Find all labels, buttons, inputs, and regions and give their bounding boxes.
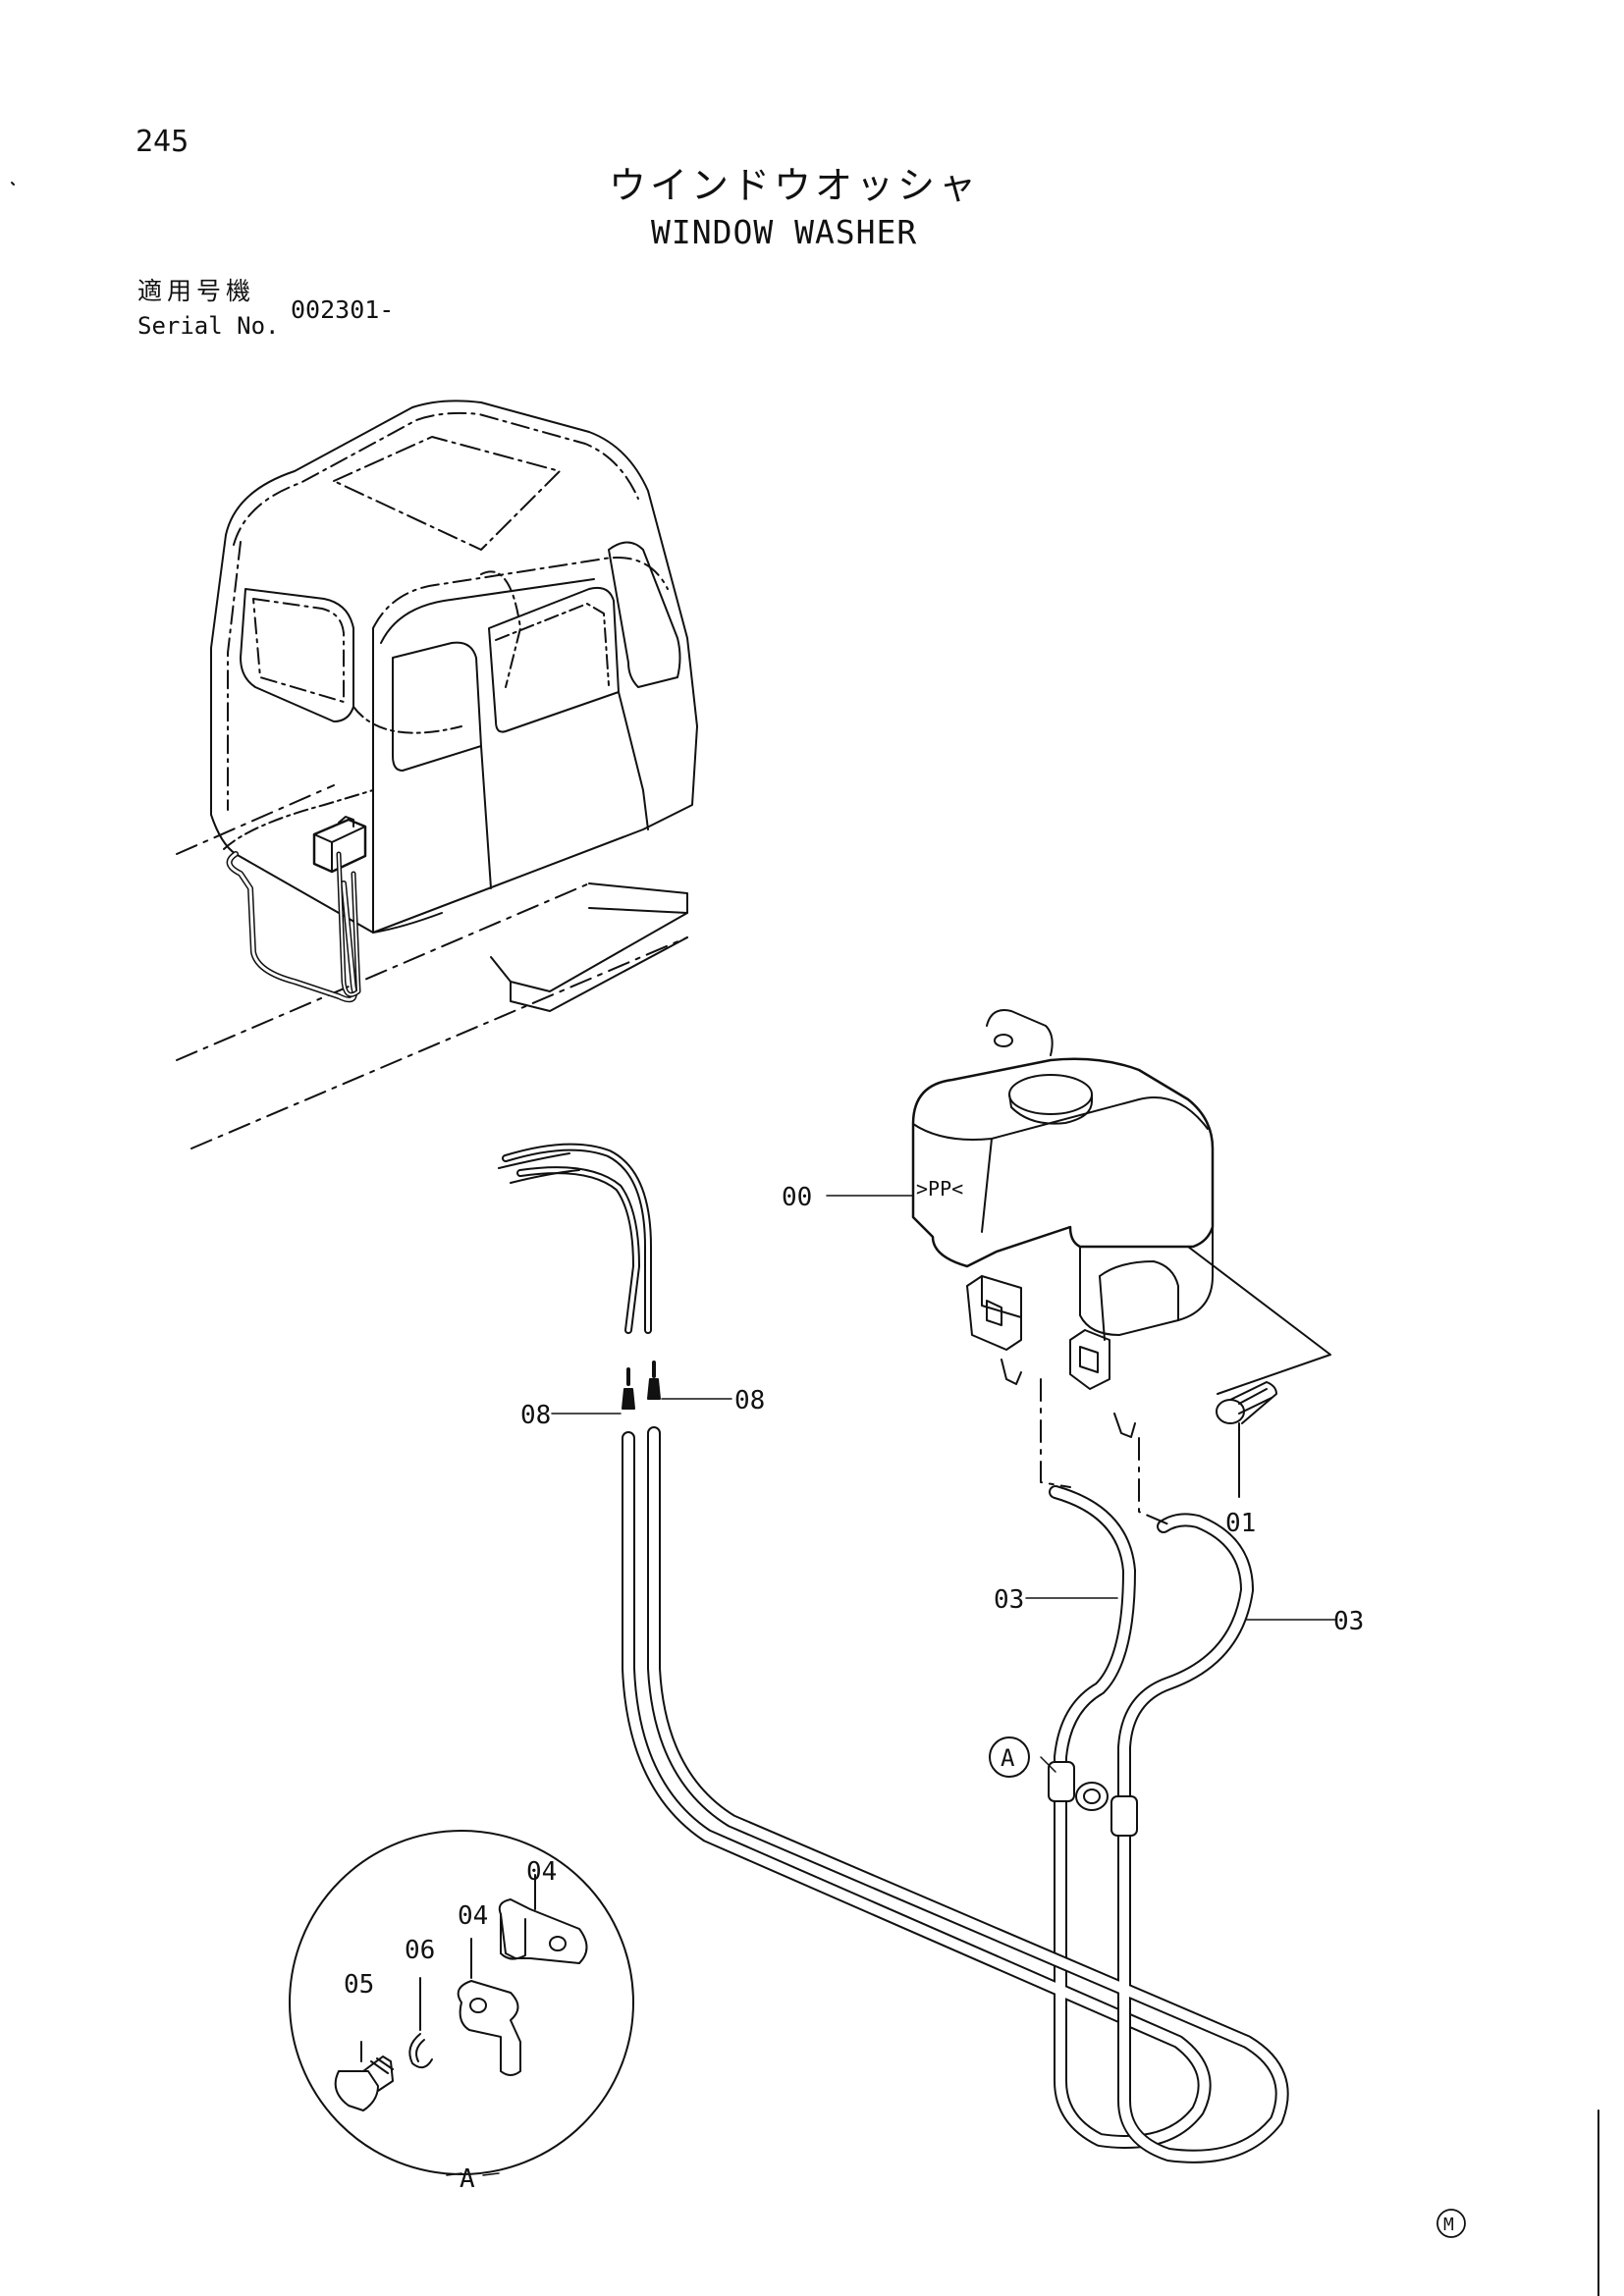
scan-dot bbox=[11, 182, 15, 186]
serial-label-japanese: 適用号機 bbox=[137, 277, 256, 305]
page-number: 245 bbox=[135, 125, 189, 159]
leader-lines bbox=[446, 1195, 1336, 2176]
callout-joint-left: 08 bbox=[520, 1401, 551, 1430]
detail-label-a: A bbox=[460, 2164, 475, 2194]
callout-bolt-detail: 05 bbox=[344, 1970, 374, 2000]
callout-clamp-upper: 04 bbox=[526, 1857, 557, 1887]
footer-mark-letter: M bbox=[1443, 2215, 1454, 2235]
tank-marking: >PP< bbox=[916, 1177, 963, 1201]
footer-m-mark: M bbox=[1436, 2209, 1466, 2238]
callout-washer-detail: 06 bbox=[405, 1936, 435, 1965]
bolt-01 bbox=[1216, 1381, 1277, 1498]
callout-hose-right: 03 bbox=[1333, 1607, 1364, 1636]
title-japanese: ウインドウオッシャ bbox=[609, 164, 981, 207]
title-english: WINDOW WASHER bbox=[651, 213, 918, 251]
callout-joint-right: 08 bbox=[734, 1386, 765, 1415]
serial-number-value: 002301- bbox=[291, 295, 395, 324]
callout-clamp-lower: 04 bbox=[458, 1901, 488, 1931]
serial-label-english: Serial No. bbox=[137, 312, 280, 340]
detail-reference-a: A bbox=[989, 1736, 1030, 1778]
cab-overview bbox=[176, 400, 698, 1149]
callout-labels: 00 01 03 03 08 08 04 04 05 06 A bbox=[344, 1183, 1364, 2194]
washer-tank: >PP< bbox=[911, 1009, 1331, 1438]
callout-hose-left: 03 bbox=[994, 1585, 1024, 1615]
detail-ref-letter: A bbox=[1001, 1744, 1015, 1772]
callout-bolt: 01 bbox=[1225, 1509, 1256, 1538]
detail-view-a bbox=[289, 1830, 634, 2175]
callout-tank: 00 bbox=[782, 1183, 812, 1212]
hoses bbox=[498, 1143, 1289, 2163]
